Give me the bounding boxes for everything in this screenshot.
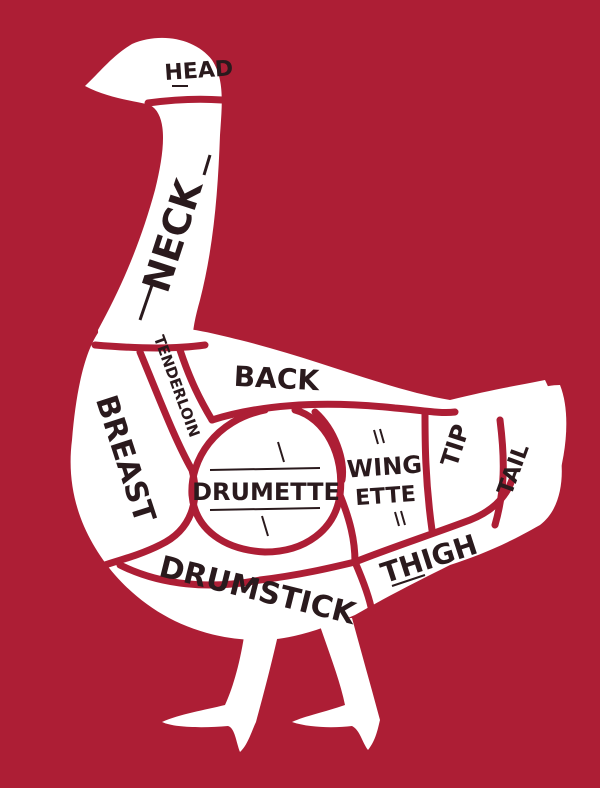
label-back: BACK bbox=[233, 360, 321, 397]
drumette-mark-bottom bbox=[261, 515, 269, 537]
tenderloin-cut bbox=[176, 346, 216, 424]
neck-dash-low bbox=[138, 284, 154, 321]
neck-dash-high bbox=[202, 154, 212, 176]
goose-left-leg bbox=[162, 630, 278, 752]
cut-labels: HEAD NECK TENDERLOIN BACK BREAST DRUMETT… bbox=[88, 56, 535, 632]
head-neck-cut bbox=[144, 95, 226, 107]
goose-body-shape bbox=[70, 325, 562, 640]
wingette-cut-low bbox=[336, 491, 359, 566]
neck-body-cut bbox=[91, 341, 209, 352]
wing-mark-bottom-b bbox=[400, 510, 406, 526]
wing-mark-top-b bbox=[379, 428, 385, 444]
goose-right-leg bbox=[292, 618, 380, 750]
goose-silhouette bbox=[70, 37, 567, 752]
thigh-drumstick-cut bbox=[351, 558, 376, 616]
drumstick-cut bbox=[116, 558, 359, 589]
wing-mark-bottom-a bbox=[394, 511, 400, 527]
wing-mark-top-a bbox=[373, 429, 379, 445]
goose-head-neck-shape bbox=[85, 37, 222, 380]
cut-lines bbox=[91, 95, 516, 616]
label-wing: WING bbox=[346, 450, 423, 483]
label-ette: ETTE bbox=[354, 482, 416, 511]
label-drumette: DRUMETTE bbox=[192, 478, 340, 506]
thigh-underline bbox=[391, 574, 426, 587]
drumette-rule-top bbox=[209, 467, 321, 471]
wingette-cut-high bbox=[311, 408, 347, 484]
drumette-mark-top bbox=[277, 441, 285, 463]
tail-cut bbox=[491, 416, 507, 529]
drumette-rule-bottom bbox=[209, 507, 321, 511]
label-head: HEAD bbox=[164, 56, 234, 86]
tip-cut bbox=[421, 408, 436, 534]
